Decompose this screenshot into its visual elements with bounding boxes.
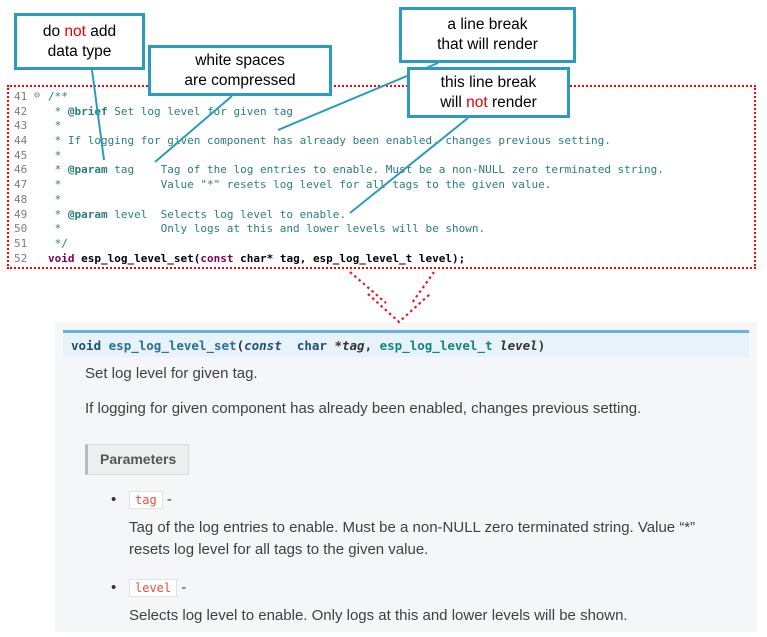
callout-text-line: this line break [440,73,537,91]
line-number: 47 [14,178,28,192]
callout-text-line: do not add [42,22,117,40]
callout-text-line: that will render [437,36,538,53]
line-number: 52 [14,251,28,265]
fold-gutter [34,222,48,237]
code-line: 50 * Only logs at this and lower levels … [14,222,486,237]
parameter-item: • tag - Tag of the log entries to enable. … [109,489,733,561]
param-name-chip: level [129,579,178,597]
code-line: 41⊖/** [14,90,68,103]
bullet-marker: • [111,491,117,508]
callout-text-line: data type [47,42,112,60]
line-number: 45 [14,148,28,162]
code-editor-snippet: 41⊖/**42 * @brief Set log level for give… [7,85,756,269]
fold-gutter [34,149,48,164]
callout-text-line: a line break [447,16,528,33]
callout-no-datatype: do not add data type [14,13,145,70]
fold-gutter [34,178,48,193]
code-line: 43 * [14,119,62,134]
code-line: 48 * [14,192,62,208]
fold-gutter [34,119,48,134]
fold-gutter [34,105,48,120]
line-number: 46 [14,163,28,177]
line-number: 50 [14,222,28,236]
callout-text-line: white spaces [195,51,285,69]
fold-gutter [34,237,48,252]
parameters-label: Parameters [85,444,190,475]
doc-detail-paragraph: If logging for given component has alrea… [85,400,642,417]
line-number: 41 [14,90,28,103]
param-description: Selects log level to enable. Only logs a… [129,607,628,624]
fold-gutter [34,252,48,267]
code-line: 49 * @param level Selects log level to e… [14,207,347,223]
fold-gutter [34,208,48,223]
dotted-arrow-icon [349,271,435,324]
code-line: 47 * Value "*" resets log level for all … [14,178,552,193]
line-number: 48 [14,192,28,206]
code-line: 44 * If logging for given component has … [14,134,611,149]
line-number: 44 [14,134,28,148]
fold-gutter [34,193,48,208]
code-line: 46 * @param tag Tag of the log entries t… [14,163,664,178]
doc-body: Set log level for given tag. If logging … [55,357,757,627]
line-number: 42 [14,104,28,118]
param-description: Tag of the log entries to enable. Must b… [129,519,696,558]
callout-whitespace: white spaces are compressed [148,45,332,96]
parameter-item: • level - Selects log level to enable. Onl… [109,577,733,627]
parameter-list: • tag - Tag of the log entries to enable. … [85,489,733,627]
code-line: 42 * @brief Set log level for given tag [14,104,294,120]
line-number: 51 [14,236,28,250]
param-dash: - [177,579,187,596]
doc-brief-paragraph: Set log level for given tag. [85,365,258,382]
callout-linebreak-not-render: this line break will not render [407,67,570,118]
line-number: 49 [14,207,28,221]
code-line: 45 * [14,148,62,164]
function-signature: void esp_log_level_set(const char *tag, … [63,330,749,357]
param-name-chip: tag [129,491,163,509]
fold-gutter [34,163,48,178]
callout-text-line: will not render [440,93,537,111]
fold-collapse-icon: ⊖ [34,90,41,101]
fold-gutter [34,134,48,149]
callout-text-line: are compressed [184,71,296,89]
callout-linebreak-renders: a line break that will render [399,7,576,63]
bullet-marker: • [111,579,117,596]
code-lines: 41⊖/**42 * @brief Set log level for give… [14,90,754,266]
line-number: 43 [14,119,28,133]
param-dash: - [162,491,172,508]
rendered-doc-panel: void esp_log_level_set(const char *tag, … [55,322,757,632]
code-line: 51 */ [14,236,68,252]
